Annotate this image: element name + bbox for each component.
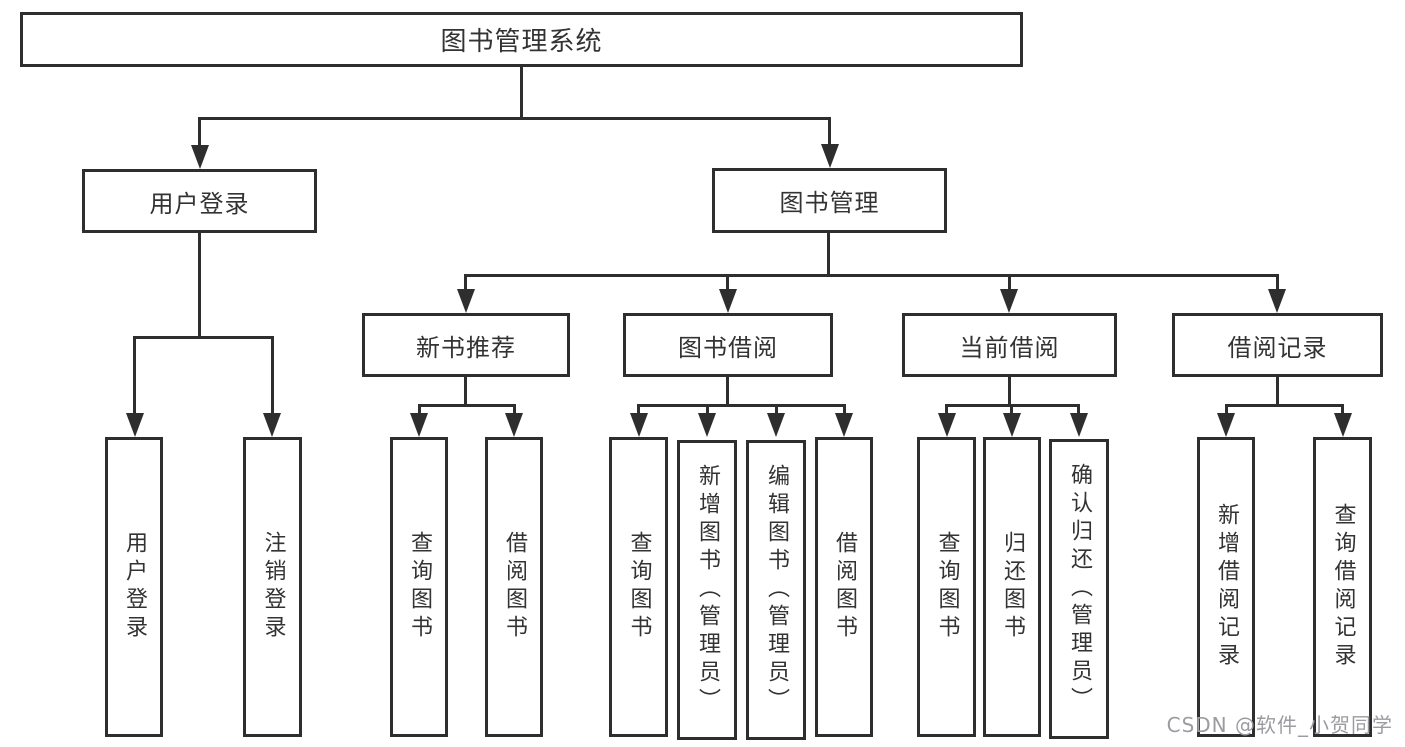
- arrow-down-icon: [505, 413, 523, 437]
- connector-vline: [1010, 404, 1013, 417]
- connector-vline: [464, 274, 467, 292]
- arrow-down-icon: [1217, 413, 1235, 437]
- user-login-box: 用户登录: [82, 169, 317, 233]
- connector-vline: [418, 404, 421, 417]
- arrow-down-icon: [698, 413, 716, 437]
- connector-vline: [1008, 274, 1011, 292]
- arrow-down-icon: [1268, 289, 1286, 313]
- connector-vline: [1341, 404, 1344, 417]
- connector-vline: [945, 404, 948, 417]
- connector-hline: [464, 274, 1279, 277]
- connector-vline: [464, 377, 467, 406]
- connector-vline: [1276, 274, 1279, 292]
- connector-vline: [726, 377, 729, 406]
- arrow-down-icon: [1003, 413, 1021, 437]
- connector-vline: [843, 404, 846, 417]
- connector-vline: [775, 404, 778, 417]
- logout-leaf-box: 注销登录: [243, 437, 302, 737]
- query-book-leaf-box: 查询图书: [390, 437, 448, 737]
- arrow-down-icon: [821, 144, 839, 168]
- current-borrow-box: 当前借阅: [902, 313, 1117, 377]
- query-borrow-record-leaf-box: 查询借阅记录: [1313, 437, 1372, 737]
- query-book-leaf-box: 查询图书: [917, 437, 976, 737]
- connector-vline: [726, 274, 729, 292]
- connector-vline: [828, 117, 831, 148]
- connector-vline: [271, 336, 274, 418]
- return-book-leaf-box: 归还图书: [983, 437, 1041, 737]
- query-book-leaf-box: 查询图书: [609, 437, 668, 737]
- connector-vline: [520, 67, 523, 119]
- arrow-down-icon: [630, 413, 648, 437]
- arrow-down-icon: [719, 289, 737, 313]
- confirm-return-admin-leaf-box: 确认归还（管理员）: [1049, 439, 1109, 739]
- connector-vline: [198, 117, 201, 149]
- connector-hline: [133, 336, 274, 339]
- arrow-down-icon: [457, 289, 475, 313]
- add-borrow-record-leaf-box: 新增借阅记录: [1197, 437, 1255, 737]
- connector-vline: [637, 404, 640, 417]
- connector-vline: [827, 233, 830, 276]
- connector-vline: [1077, 404, 1080, 417]
- add-book-admin-leaf-box: 新增图书（管理员）: [677, 440, 737, 740]
- connector-vline: [706, 404, 709, 417]
- borrow-record-box: 借阅记录: [1172, 313, 1383, 377]
- system-root-box: 图书管理系统: [20, 12, 1023, 67]
- borrow-book-leaf-box: 借阅图书: [815, 437, 873, 737]
- connector-vline: [133, 336, 136, 418]
- edit-book-admin-leaf-box: 编辑图书（管理员）: [746, 440, 806, 740]
- book-borrow-box: 图书借阅: [623, 313, 833, 377]
- arrow-down-icon: [126, 413, 144, 437]
- arrow-down-icon: [1070, 413, 1088, 437]
- arrow-down-icon: [263, 413, 281, 437]
- connector-hline: [418, 404, 516, 407]
- connector-vline: [1276, 377, 1279, 406]
- connector-vline: [513, 404, 516, 417]
- connector-vline: [198, 232, 201, 338]
- arrow-down-icon: [1334, 413, 1352, 437]
- user-login-leaf-box: 用户登录: [105, 437, 163, 737]
- arrow-down-icon: [938, 413, 956, 437]
- arrow-down-icon: [767, 413, 785, 437]
- connector-hline: [198, 117, 831, 120]
- arrow-down-icon: [835, 413, 853, 437]
- arrow-down-icon: [410, 413, 428, 437]
- connector-vline: [1008, 377, 1011, 406]
- new-book-recommend-box: 新书推荐: [362, 313, 570, 377]
- connector-hline: [637, 404, 845, 407]
- book-management-box: 图书管理: [712, 168, 947, 233]
- connector-vline: [1225, 404, 1228, 417]
- arrow-down-icon: [191, 145, 209, 169]
- connector-hline: [1225, 404, 1344, 407]
- arrow-down-icon: [1000, 289, 1018, 313]
- csdn-watermark: CSDN @软件_小贺同学: [1166, 713, 1393, 737]
- borrow-book-leaf-box: 借阅图书: [485, 437, 543, 737]
